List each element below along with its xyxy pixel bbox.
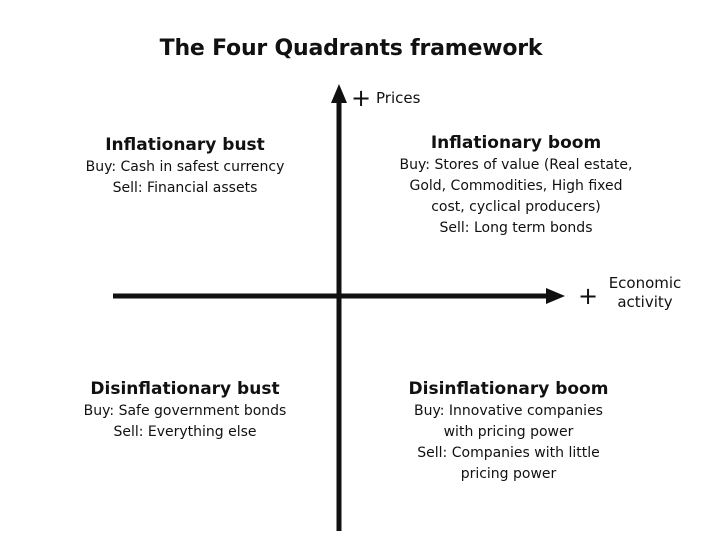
y-axis-plus: + [351,84,372,112]
quadrant-line: Gold, Commodities, High fixed [409,178,623,194]
quadrant-line: Buy: Safe government bonds [83,403,287,419]
quadrant-title: Inflationary bust [105,135,265,155]
quadrant-line: pricing power [460,466,557,482]
quadrant-line: Sell: Long term bonds [439,220,593,236]
quadrant-line: with pricing power [443,424,574,440]
y-axis-label: Prices [376,89,421,107]
quadrant-line: Buy: Stores of value (Real estate, [399,157,633,173]
quadrant-title: Disinflationary boom [408,379,609,399]
quadrant-line: Buy: Cash in safest currency [85,159,285,175]
quadrant-line: Sell: Financial assets [112,180,258,196]
x-axis-arrowhead [546,288,565,304]
quadrant-line: Buy: Innovative companies [414,403,603,419]
x-axis-label: Economic activity [595,274,695,312]
y-axis [331,84,347,531]
quadrant-disinflationary-boom: Disinflationary boom Buy: Innovative com… [376,377,641,485]
x-axis-plus: + [578,282,599,310]
x-axis-label-line-1: Economic [608,274,682,292]
diagram-title: The Four Quadrants framework [159,36,543,61]
quadrant-disinflationary-bust: Disinflationary bust Buy: Safe governmen… [60,377,310,443]
quadrant-inflationary-bust: Inflationary bust Buy: Cash in safest cu… [60,133,310,199]
quadrant-title: Disinflationary bust [90,379,280,399]
quadrant-title: Inflationary boom [430,133,602,153]
x-axis [113,288,565,304]
x-axis-label-line-2: activity [617,293,673,311]
y-axis-arrowhead [331,84,347,103]
quadrant-line: Sell: Everything else [113,424,257,440]
quadrant-line: cost, cyclical producers) [431,199,601,215]
quadrant-inflationary-boom: Inflationary boom Buy: Stores of value (… [376,131,656,239]
quadrant-line: Sell: Companies with little [417,445,600,461]
